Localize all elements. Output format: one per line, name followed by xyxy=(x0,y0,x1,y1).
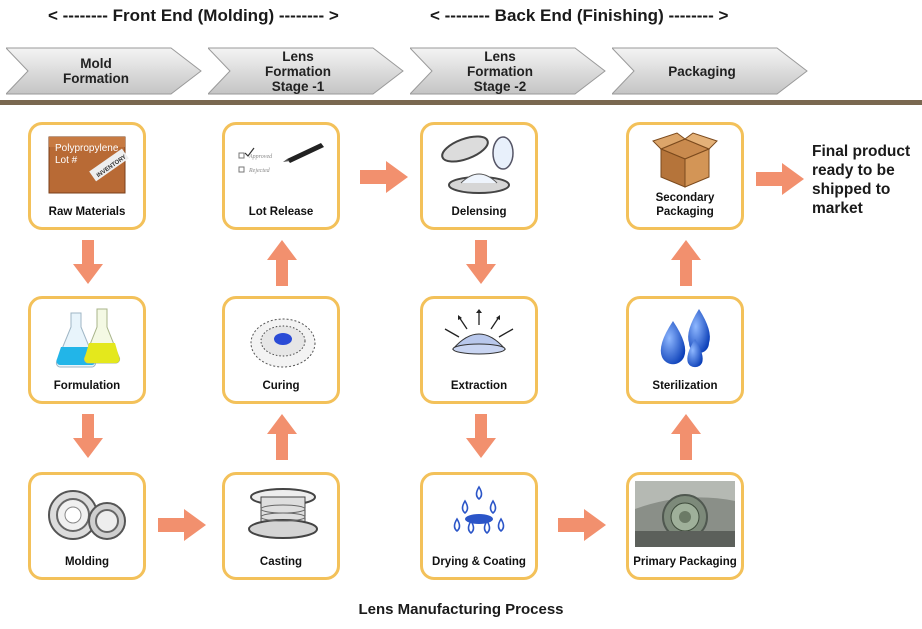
flask-icon xyxy=(55,308,121,368)
delensing-icon xyxy=(441,135,514,194)
check-item-approved: Approved xyxy=(248,154,273,160)
node-label: Casting xyxy=(259,556,303,568)
diagram-caption: Lens Manufacturing Process xyxy=(358,601,564,618)
box-icon: Polypropylene Lot # INVENTORY xyxy=(48,136,129,194)
curing-icon xyxy=(250,318,316,368)
stage-lens-formation-1: Lens Formation Stage -1 xyxy=(208,46,408,96)
box-text-line-1: Polypropylene xyxy=(55,143,119,154)
node-label: Molding xyxy=(64,556,110,568)
node-label: Lot Release xyxy=(248,206,314,218)
node-delensing: Delensing xyxy=(420,122,538,230)
stage-mold-formation: Mold Formation xyxy=(6,46,206,96)
final-product-note: Final product ready to be shipped to mar… xyxy=(812,143,911,217)
node-drying-coating: Drying & Coating xyxy=(420,472,538,580)
chevron-shape xyxy=(410,47,606,95)
front-end-header: < -------- Front End (Molding) -------- … xyxy=(48,6,339,25)
arrow-right-icon xyxy=(360,161,408,193)
node-primary-packaging: Primary Packaging xyxy=(626,472,744,580)
drops-icon xyxy=(453,485,505,535)
arrow-up-icon xyxy=(267,240,297,286)
arrow-right-icon xyxy=(558,509,606,541)
node-label: Raw Materials xyxy=(48,206,126,218)
extraction-icon xyxy=(444,309,514,355)
arrow-up-icon xyxy=(671,240,701,286)
arrow-up-icon xyxy=(671,414,701,460)
arrow-right-icon xyxy=(158,509,206,541)
node-sterilization: Sterilization xyxy=(626,296,744,404)
node-curing: Curing xyxy=(222,296,340,404)
node-secondary-packaging: Secondary Packaging xyxy=(626,122,744,230)
node-label: Formulation xyxy=(53,380,121,392)
node-label: Secondary Packaging xyxy=(655,192,715,218)
box-text-line-2: Lot # xyxy=(55,155,78,166)
node-lot-release: Approved Rejected Lot Release xyxy=(222,122,340,230)
stage-label: Packaging xyxy=(668,63,736,79)
chevron-shape xyxy=(612,47,808,95)
mold-icon xyxy=(48,490,126,540)
stage-label: Lens Formation Stage -2 xyxy=(467,48,533,94)
stage-lens-formation-2: Lens Formation Stage -2 xyxy=(410,46,610,96)
water-drops-icon xyxy=(660,309,710,368)
arrow-down-icon xyxy=(466,414,496,458)
casting-icon xyxy=(248,488,318,539)
section-divider xyxy=(0,100,922,105)
check-item-rejected: Rejected xyxy=(248,168,271,174)
stage-label: Mold Formation xyxy=(63,56,129,86)
arrow-down-icon xyxy=(73,414,103,458)
stage-label: Lens Formation Stage -1 xyxy=(265,48,331,94)
chevron-shape xyxy=(208,47,404,95)
arrow-up-icon xyxy=(267,414,297,460)
node-label: Extraction xyxy=(450,380,508,392)
blister-pack-icon xyxy=(635,481,735,547)
chevron-shape xyxy=(6,47,202,95)
box-icon xyxy=(652,132,718,188)
node-raw-materials: Polypropylene Lot # INVENTORY Raw Materi… xyxy=(28,122,146,230)
node-extraction: Extraction xyxy=(420,296,538,404)
arrow-down-icon xyxy=(73,240,103,284)
node-molding: Molding xyxy=(28,472,146,580)
stage-packaging: Packaging xyxy=(612,46,812,96)
node-label: Primary Packaging xyxy=(633,556,737,568)
node-label: Sterilization xyxy=(652,380,718,392)
checklist-icon: Approved Rejected xyxy=(238,143,324,174)
node-label: Curing xyxy=(262,380,300,392)
node-label: Drying & Coating xyxy=(432,556,526,568)
arrow-down-icon xyxy=(466,240,496,284)
node-casting: Casting xyxy=(222,472,340,580)
node-formulation: Formulation xyxy=(28,296,146,404)
arrow-right-icon xyxy=(756,163,804,195)
back-end-header: < -------- Back End (Finishing) --------… xyxy=(430,6,729,25)
node-label: Delensing xyxy=(451,206,507,218)
